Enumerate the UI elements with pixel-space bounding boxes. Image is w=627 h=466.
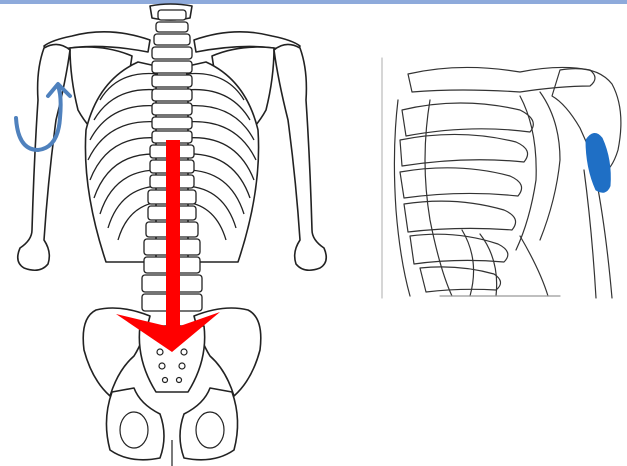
- muscle-highlight-icon: [586, 133, 610, 192]
- shoulder-ribcage-icon: [382, 58, 621, 298]
